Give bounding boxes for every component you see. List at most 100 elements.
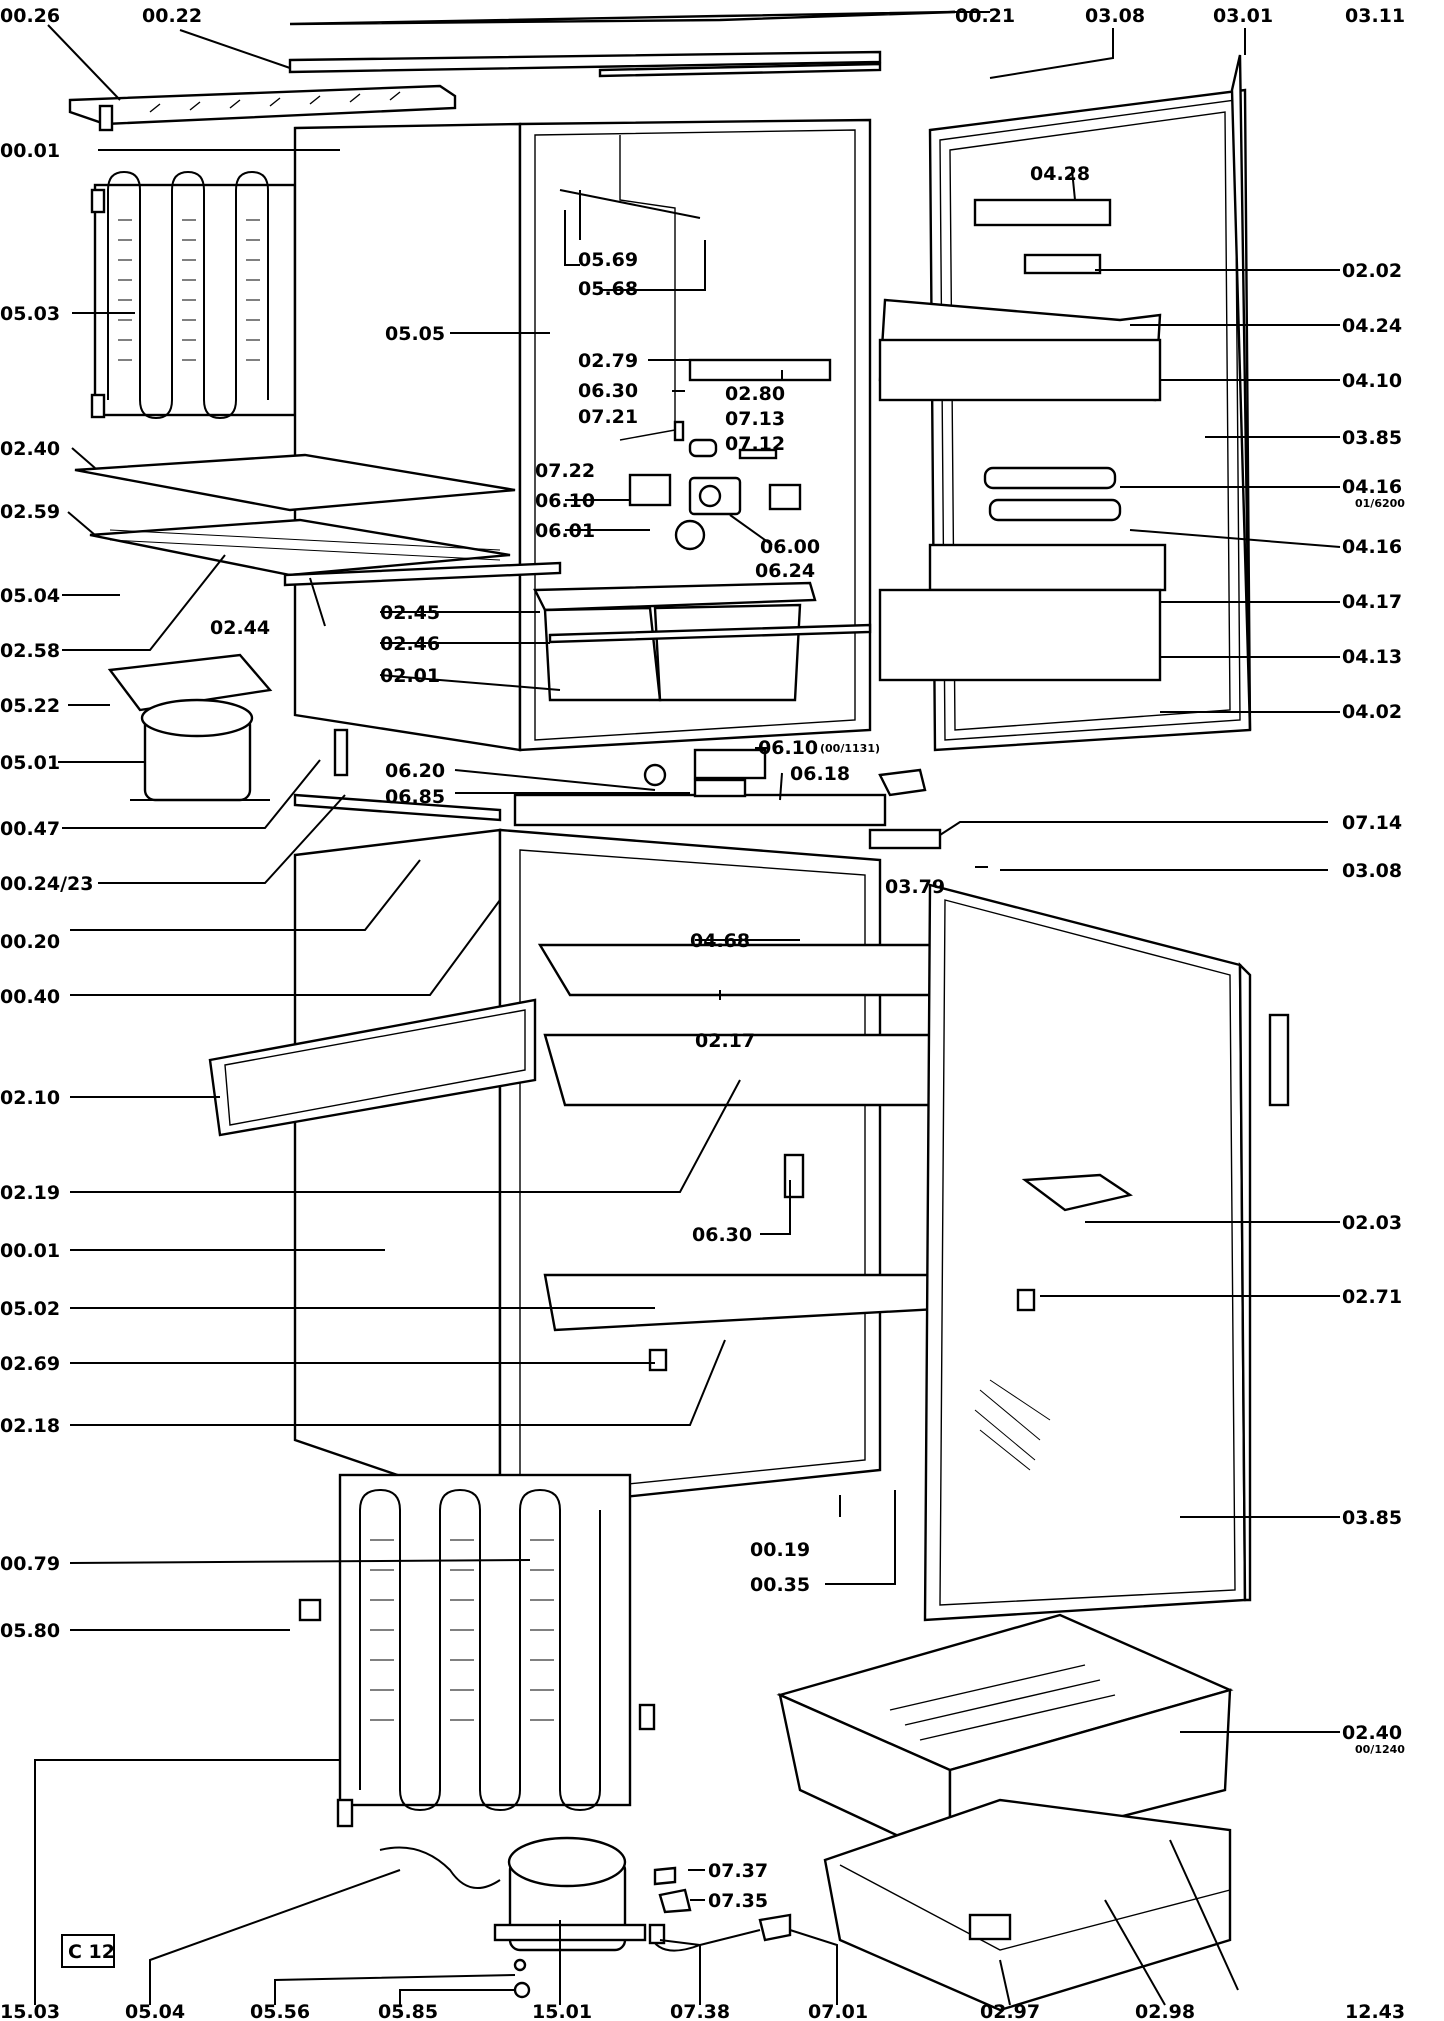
callout-03-11: 03.11 — [1345, 5, 1405, 27]
callout-00-79: 00.79 — [0, 1553, 60, 1575]
callout-02-40-upper: 02.40 — [0, 438, 60, 460]
callout-03-01: 03.01 — [1213, 5, 1273, 27]
callout-00-01-lower: 00.01 — [0, 1240, 60, 1262]
callout-02-01: 02.01 — [380, 665, 440, 687]
lower-cabinet — [293, 828, 1014, 1512]
callout-02-03: 02.03 — [1342, 1212, 1402, 1234]
freezer-drawer — [776, 1613, 1234, 2012]
callout-02-44: 02.44 — [210, 617, 270, 639]
callout-02-40-lower-sub: 00/1240 — [1355, 1743, 1405, 1756]
callout-05-68: 05.68 — [578, 278, 638, 300]
callout-07-35: 07.35 — [708, 1890, 768, 1912]
callout-06-30-upper: 06.30 — [578, 380, 638, 402]
callout-05-22: 05.22 — [0, 695, 60, 717]
callout-05-05: 05.05 — [385, 323, 445, 345]
callout-04-28: 04.28 — [1030, 163, 1090, 185]
upper-compressor — [107, 653, 273, 802]
thermostat-parts — [559, 189, 832, 551]
lower-door — [923, 883, 1290, 1622]
callout-04-02: 04.02 — [1342, 701, 1402, 723]
callout-05-69: 05.69 — [578, 249, 638, 271]
callout-02-02: 02.02 — [1342, 260, 1402, 282]
lower-compressor — [298, 1598, 792, 1999]
callout-15-03: 15.03 — [0, 2001, 60, 2021]
callout-05-02: 05.02 — [0, 1298, 60, 1320]
callout-07-14: 07.14 — [1342, 812, 1402, 834]
callout-04-13: 04.13 — [1342, 646, 1402, 668]
callout-02-98: 02.98 — [1135, 2001, 1195, 2021]
callout-07-21: 07.21 — [578, 406, 638, 428]
callout-07-12: 07.12 — [725, 433, 785, 455]
crisper-drawers — [533, 581, 872, 702]
callout-07-22: 07.22 — [535, 460, 595, 482]
callout-06-10-lower-sub: (00/1131) — [820, 742, 880, 755]
callout-05-04-upper: 05.04 — [0, 585, 60, 607]
callout-06-85: 06.85 — [385, 786, 445, 808]
callout-02-79: 02.79 — [578, 350, 638, 372]
callout-05-04-lower: 05.04 — [125, 2001, 185, 2021]
callout-02-18: 02.18 — [0, 1415, 60, 1437]
callout-15-01: 15.01 — [532, 2001, 592, 2021]
callout-03-79: 03.79 — [885, 876, 945, 898]
upper-condenser — [90, 170, 297, 420]
callout-06-30-lower: 06.30 — [692, 1224, 752, 1246]
lower-condenser — [336, 1473, 656, 1828]
callout-07-38: 07.38 — [670, 2001, 730, 2021]
callout-06-10-upper: 06.10 — [535, 490, 595, 512]
callout-02-45: 02.45 — [380, 602, 440, 624]
top-strips — [288, 10, 956, 78]
callout-12-43: 12.43 — [1345, 2001, 1405, 2021]
callout-05-01: 05.01 — [0, 752, 60, 774]
callout-04-16-a-sub: 01/6200 — [1355, 497, 1405, 510]
callout-05-56: 05.56 — [250, 2001, 310, 2021]
callout-00-19: 00.19 — [750, 1539, 810, 1561]
callout-02-69: 02.69 — [0, 1353, 60, 1375]
callout-02-97: 02.97 — [980, 2001, 1040, 2021]
callout-02-59: 02.59 — [0, 501, 60, 523]
callout-07-01: 07.01 — [808, 2001, 868, 2021]
callout-05-03: 05.03 — [0, 303, 60, 325]
callout-04-17: 04.17 — [1342, 591, 1402, 613]
diagram-id-box — [61, 1934, 115, 1968]
callout-00-35: 00.35 — [750, 1574, 810, 1596]
callout-07-13: 07.13 — [725, 408, 785, 430]
callout-00-01-upper: 00.01 — [0, 140, 60, 162]
upper-door — [878, 54, 1252, 752]
callout-04-24: 04.24 — [1342, 315, 1402, 337]
callout-03-08-lower: 03.08 — [1342, 860, 1402, 882]
callout-00-20: 00.20 — [0, 931, 60, 953]
callout-04-16-b: 04.16 — [1342, 536, 1402, 558]
callout-02-58: 02.58 — [0, 640, 60, 662]
callout-labels: 00.26 00.22 00.21 03.08 03.01 03.11 00.0… — [0, 5, 1405, 2021]
rear-top-bracket — [68, 84, 457, 132]
callout-04-68: 04.68 — [690, 930, 750, 952]
callout-06-20: 06.20 — [385, 760, 445, 782]
callout-00-47: 00.47 — [0, 818, 60, 840]
callout-00-40: 00.40 — [0, 986, 60, 1008]
middle-divider — [293, 728, 942, 850]
callout-02-80: 02.80 — [725, 383, 785, 405]
callout-04-10: 04.10 — [1342, 370, 1402, 392]
callout-02-40-lower: 02.40 — [1342, 1722, 1402, 1744]
callout-05-80: 05.80 — [0, 1620, 60, 1642]
callout-03-85-lower: 03.85 — [1342, 1507, 1402, 1529]
callout-05-85: 05.85 — [378, 2001, 438, 2021]
callout-06-18: 06.18 — [790, 763, 850, 785]
callout-06-24: 06.24 — [755, 560, 815, 582]
callout-02-19: 02.19 — [0, 1182, 60, 1204]
callout-02-17: 02.17 — [695, 1030, 755, 1052]
callout-07-37: 07.37 — [708, 1860, 768, 1882]
callout-03-85-upper: 03.85 — [1342, 427, 1402, 449]
callout-02-46: 02.46 — [380, 633, 440, 655]
diagram-id: C 12 — [68, 1941, 115, 1963]
callout-00-22: 00.22 — [142, 5, 202, 27]
callout-02-71: 02.71 — [1342, 1286, 1402, 1308]
leader-lines — [34, 11, 1341, 2006]
callout-02-10: 02.10 — [0, 1087, 60, 1109]
glass-shelves — [74, 453, 562, 587]
callout-03-08-top: 03.08 — [1085, 5, 1145, 27]
callout-00-26: 00.26 — [0, 5, 60, 27]
callout-04-16-a: 04.16 — [1342, 476, 1402, 498]
callout-06-10-lower: 06.10 — [758, 737, 818, 759]
